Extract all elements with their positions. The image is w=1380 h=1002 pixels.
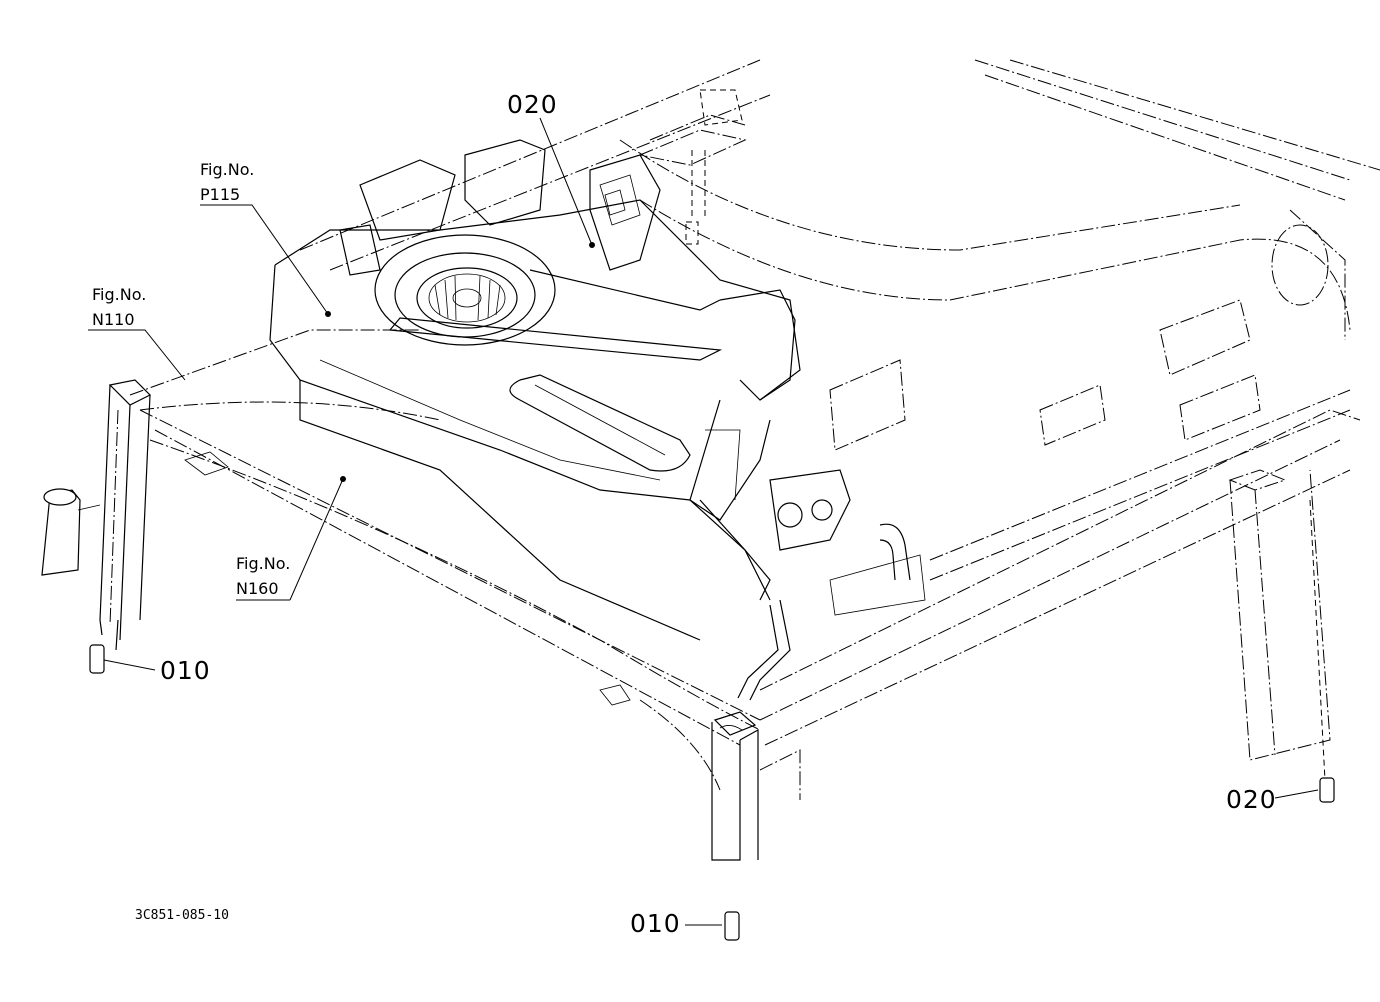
fig-ref-p115-line2: P115 (200, 185, 241, 204)
blower-fan (374, 234, 723, 361)
part-label-020-right: 020 (1226, 785, 1277, 814)
hvac-unit (269, 139, 801, 641)
fig-ref-n160-line1: Fig.No. (236, 554, 291, 573)
center-front-post (711, 711, 759, 861)
drawing-code: 3C851-085-10 (135, 908, 229, 923)
floor-frame (129, 329, 1361, 800)
cab-roof-frame (299, 59, 1380, 451)
part-label-010-bottom: 010 (630, 909, 681, 938)
drain-hose (737, 523, 926, 701)
part-label-010-left: 010 (160, 656, 211, 685)
part-label-020-top: 020 (507, 90, 558, 119)
fig-ref-p115-line1: Fig.No. (200, 160, 255, 179)
right-rear-post (1228, 469, 1331, 781)
fig-ref-n110-line1: Fig.No. (92, 285, 147, 304)
left-front-post (41, 379, 152, 651)
leader-lines (88, 117, 1319, 926)
fig-ref-n160-line2: N160 (236, 579, 279, 598)
fig-ref-n110-line2: N110 (92, 310, 135, 329)
duct-bracket (689, 289, 851, 601)
